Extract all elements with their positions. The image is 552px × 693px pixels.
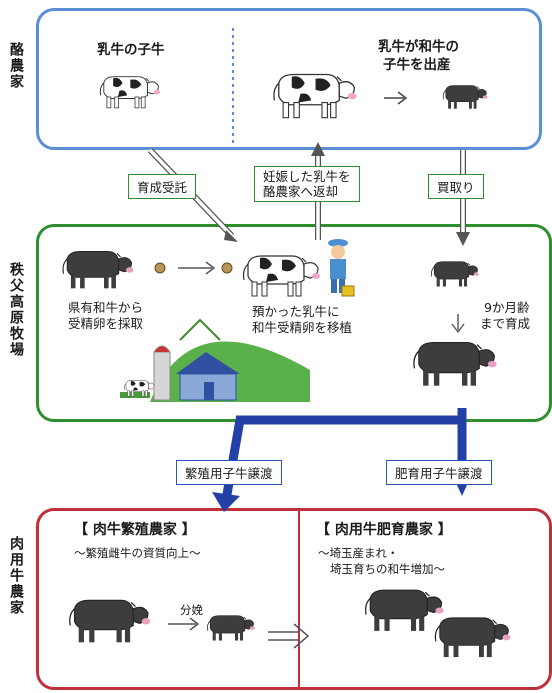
farmer-icon — [328, 239, 355, 297]
fattening-cow-icon — [364, 589, 445, 632]
transplant-label-1: 預かった乳牛に — [252, 304, 340, 319]
return-tag: 妊娠した乳牛を 酪農家へ返却 — [254, 166, 360, 202]
dairy-calf-icon — [99, 76, 161, 109]
ranch-scene-icon — [120, 318, 310, 402]
transplant-label-2: 和牛受精卵を移植 — [252, 320, 353, 335]
wagyu-birth-label-1: 乳牛が和牛の — [378, 39, 459, 55]
newborn-calf-icon — [207, 615, 256, 641]
return-tag-line-2: 酪農家へ返却 — [263, 184, 339, 199]
ranch-label: 秩父高原牧場 — [8, 262, 24, 358]
fattening-farm-subtitle-1: ～埼玉産まれ・ — [318, 546, 399, 560]
raise-age-label-1: 9か月齢 — [484, 300, 530, 315]
prefecture-wagyu-icon — [62, 250, 134, 289]
raise-age-label-2: まで育成 — [480, 316, 531, 331]
birth-label: 分娩 — [180, 603, 203, 617]
nine-month-calf-icon — [413, 341, 498, 387]
fattening-transfer-tag: 肥育用子牛譲渡 — [386, 460, 492, 485]
fattening-farm-title: 【 肉用牛肥育農家 】 — [316, 522, 452, 538]
egg-collect-label-2: 受精卵を採取 — [68, 316, 144, 331]
wagyu-birth-label-2: 子牛を出産 — [383, 57, 451, 73]
breeding-farm-subtitle: ～繁殖雌牛の資質向上～ — [74, 546, 201, 560]
egg-collect-label-1: 県有和牛から — [68, 300, 144, 315]
fattening-cow-icon-2 — [434, 617, 511, 658]
dairy-farm-label: 酪農家 — [8, 42, 24, 90]
breeding-farm-title: 【 肉牛繁殖農家 】 — [74, 522, 196, 538]
buy-tag: 買取り — [428, 174, 484, 199]
beef-farm-label: 肉用牛農家 — [8, 536, 24, 616]
beef-farm-panel — [36, 508, 552, 690]
breeding-cow-icon — [69, 599, 151, 643]
recipient-cow-icon — [242, 255, 321, 297]
holstein-cow-icon — [273, 73, 358, 119]
fattening-farm-subtitle-2: 埼玉育ちの和牛増加～ — [330, 562, 445, 576]
dairy-calf-label: 乳牛の子牛 — [97, 42, 165, 58]
return-tag-line-1: 妊娠した乳牛を — [263, 169, 351, 184]
wagyu-calf-icon — [442, 85, 488, 110]
consign-tag: 育成受託 — [128, 174, 197, 199]
breeding-transfer-tag: 繁殖用子牛譲渡 — [176, 460, 282, 485]
dairy-farm-panel — [36, 8, 542, 150]
ranch-calf-icon — [431, 261, 480, 287]
